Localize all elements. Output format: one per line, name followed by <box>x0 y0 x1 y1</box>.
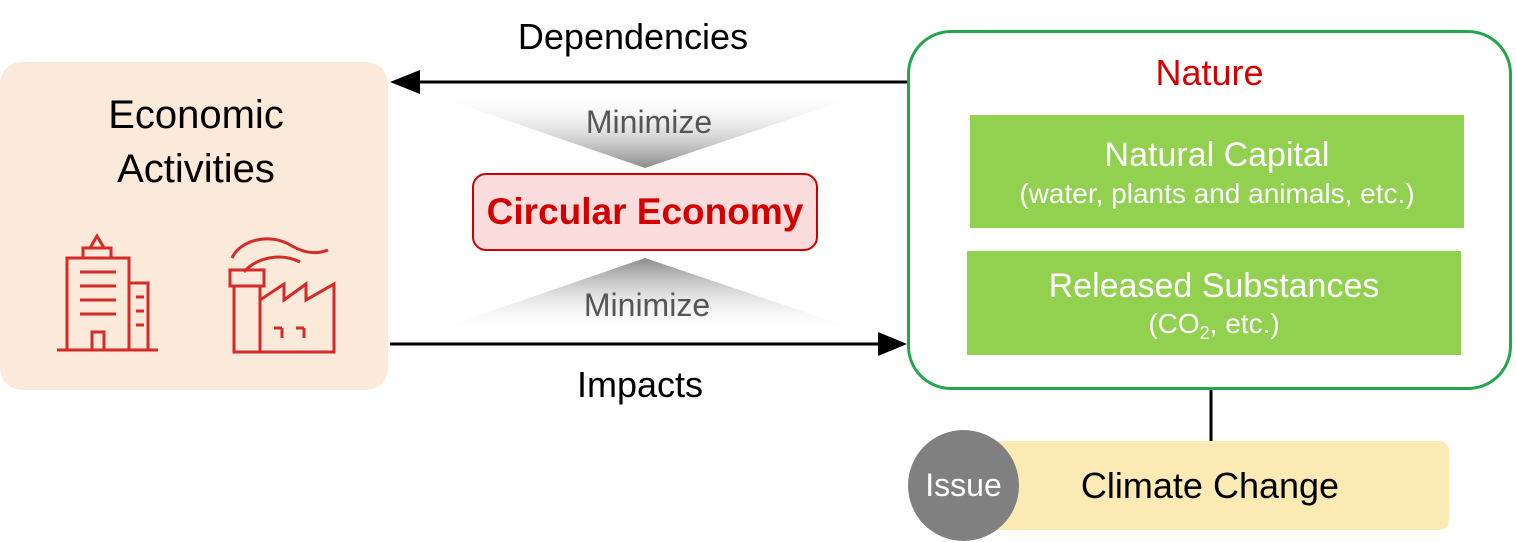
minimize-label-bottom: Minimize <box>583 287 711 323</box>
funnel-bottom-shape <box>425 258 870 334</box>
office-building-icon <box>57 233 158 352</box>
dependencies-label: Dependencies <box>517 16 749 57</box>
economic-activities-title-line2: Activities <box>117 147 275 191</box>
climate-change-label: Climate Change <box>1080 464 1340 506</box>
released-substances-sub-suffix: , etc.) <box>1209 308 1280 339</box>
released-substances-sub-prefix: (CO <box>1148 308 1200 339</box>
climate-change-bar <box>962 441 1449 530</box>
economic-activities-title-line1: Economic <box>108 93 284 137</box>
impacts-label: Impacts <box>576 364 704 405</box>
factory-icon <box>228 237 336 354</box>
released-substances-subtitle: (CO2, etc.) <box>967 307 1461 343</box>
issue-badge-label: Issue <box>925 467 1002 503</box>
circular-economy-label: Circular Economy <box>486 191 804 232</box>
natural-capital-box: Natural Capital (water, plants and anima… <box>970 115 1464 228</box>
circular-economy-box <box>472 173 818 251</box>
released-substances-box: Released Substances (CO2, etc.) <box>967 251 1461 355</box>
dependencies-arrow <box>390 70 907 94</box>
funnel-top-shape <box>425 92 870 168</box>
issue-badge: Issue <box>908 430 1019 541</box>
natural-capital-title: Natural Capital <box>1104 136 1330 174</box>
impacts-arrow <box>390 332 907 356</box>
minimize-label-top: Minimize <box>585 104 713 140</box>
natural-capital-subtitle: (water, plants and animals, etc.) <box>1019 178 1415 209</box>
nature-title: Nature <box>1155 52 1264 93</box>
released-substances-title: Released Substances <box>1048 267 1380 305</box>
released-substances-subscript: 2 <box>1199 323 1210 343</box>
economic-activities-panel <box>0 62 388 390</box>
economic-activities-title: Economic Activities <box>0 88 392 196</box>
